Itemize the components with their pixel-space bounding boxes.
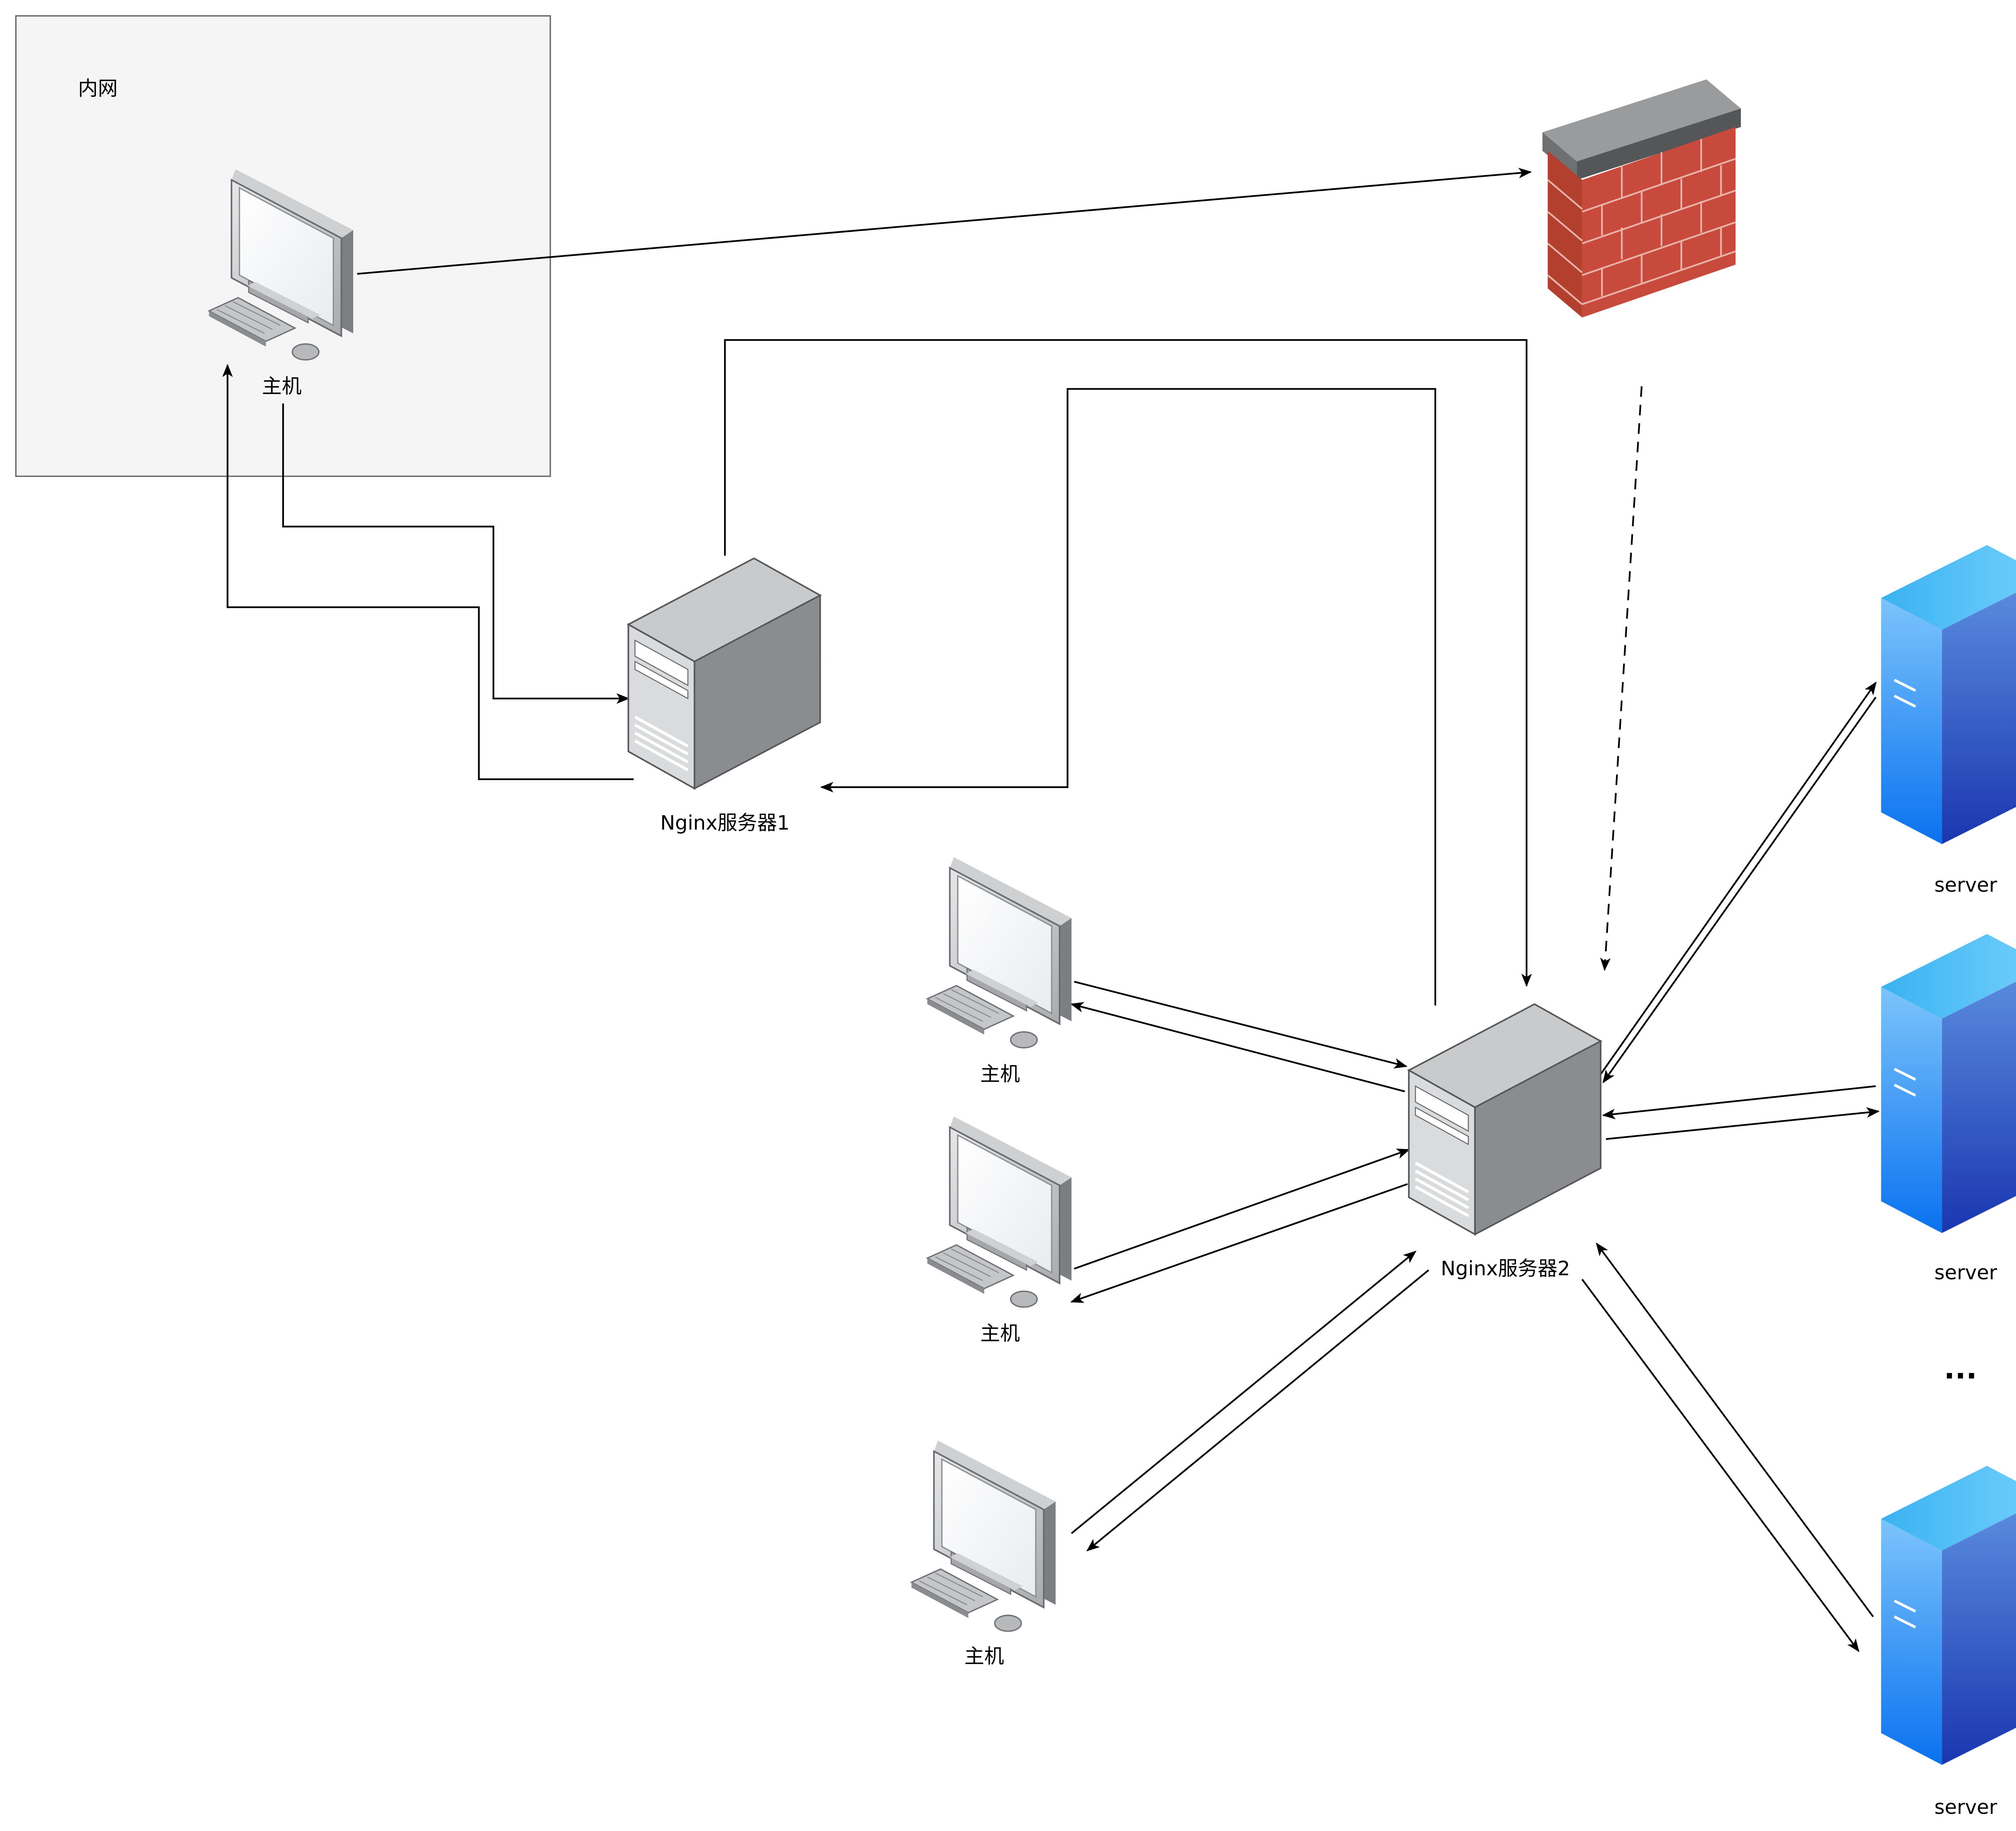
server-2-label: server: [1935, 1261, 1997, 1284]
server-1-label: server: [1935, 873, 1997, 897]
host-3-icon: [910, 1440, 1057, 1632]
edge-nginx2-to-host2: [1070, 1183, 1408, 1303]
edge-nginx1-to-nginx2: [724, 339, 1532, 987]
edge-nginx2-to-server1: [1600, 681, 1877, 1075]
server-2-icon: [1881, 934, 2016, 1233]
edge-nginx2-to-server2: [1606, 1107, 1880, 1140]
server-3-label: server: [1935, 1795, 1997, 1818]
edge-nginx2-to-nginx1: [820, 388, 1436, 1006]
edge-host3-to-nginx2: [1071, 1251, 1417, 1534]
nginx1-label: Nginx服务器1: [660, 811, 789, 834]
server-1-icon: [1881, 545, 2016, 844]
edge-host-to-firewall: [357, 167, 1532, 275]
intranet-zone-label: 内网: [78, 77, 118, 100]
edge-firewall-to-nginx2: [1600, 386, 1643, 971]
host-2-icon: [926, 1116, 1073, 1308]
edge-nginx2-to-host1: [1070, 1002, 1405, 1093]
nginx1-tower-server-icon: [628, 558, 820, 788]
server-3-icon: [1881, 1466, 2016, 1765]
host-1-icon: [926, 856, 1073, 1049]
edge-server1-to-nginx2: [1602, 697, 1877, 1084]
edge-nginx2-to-host3: [1086, 1269, 1429, 1552]
firewall-icon: [1542, 79, 1741, 317]
edge-nginx1-to-host: [222, 364, 634, 780]
edge-host2-to-nginx2: [1074, 1149, 1410, 1270]
edge-server3-to-nginx2: [1596, 1242, 1874, 1617]
host-1-label: 主机: [980, 1062, 1020, 1086]
nginx2-tower-server-icon: [1409, 1004, 1601, 1235]
more-servers-ellipsis: ...: [1944, 1352, 1977, 1386]
nginx2-label: Nginx服务器2: [1441, 1257, 1570, 1280]
edge-host1-to-nginx2: [1074, 980, 1408, 1069]
host-2-label: 主机: [980, 1322, 1020, 1345]
connectors: [222, 167, 1880, 1652]
edge-server2-to-nginx2: [1602, 1085, 1876, 1120]
edge-nginx2-to-server3: [1581, 1278, 1860, 1652]
intranet-host-label: 主机: [262, 374, 302, 398]
edge-host-to-nginx1: [282, 403, 630, 704]
host-3-label: 主机: [964, 1644, 1004, 1668]
